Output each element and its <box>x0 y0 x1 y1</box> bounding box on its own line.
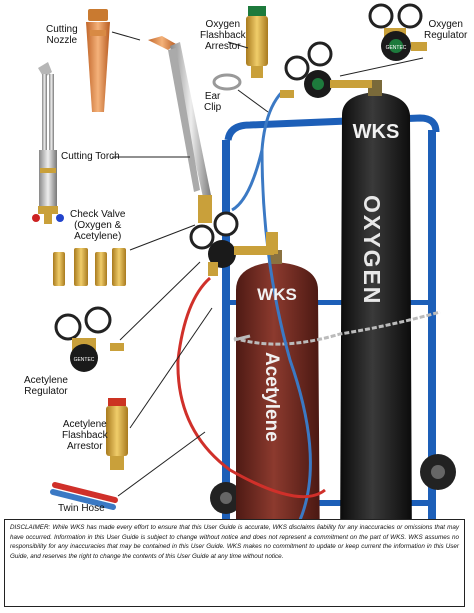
acetylene-regulator-label: Acetylene Regulator <box>24 375 68 397</box>
acetylene-flashback-label-line3: Arrestor <box>67 441 103 452</box>
ear-clip-label: Ear Clip <box>204 91 221 113</box>
cutting-nozzle-label-line1: Cutting <box>46 24 78 35</box>
check-valve-label-line1: Check Valve <box>70 209 126 220</box>
disclaimer-box: DISCLAIMER: While WKS has made every eff… <box>4 519 465 607</box>
check-valves <box>53 248 126 286</box>
oxygen-regulator-label-line2: Regulator <box>424 30 468 41</box>
ear-clip-label-line1: Ear <box>204 91 221 102</box>
twin-hose-label: Twin Hose <box>58 503 105 514</box>
acetylene-flashback-label-line1: Acetylene <box>62 419 107 430</box>
oxygen-gas-text: OXYGEN <box>359 195 385 305</box>
cutting-torch-label: Cutting Torch <box>61 151 120 162</box>
disclaimer-text: DISCLAIMER: While WKS has made every eff… <box>10 524 459 560</box>
oxygen-brand-text: WKS <box>353 121 400 143</box>
oxygen-flashback-label: Oxygen Flashback Arrestor <box>200 19 246 52</box>
ear-clip <box>212 73 242 91</box>
twin-hose-label-text: Twin Hose <box>58 503 105 514</box>
cutting-torch <box>32 62 64 224</box>
chain-upper <box>233 310 441 346</box>
cutting-nozzle <box>86 9 110 112</box>
oxygen-regulator <box>368 3 427 61</box>
mounted-acetylene-regulator <box>189 211 278 276</box>
acetylene-gas-text: Acetylene <box>261 352 282 442</box>
cutting-nozzle-label: Cutting Nozzle <box>46 24 78 46</box>
oxygen-flashback-label-line1: Oxygen <box>205 19 241 30</box>
acetylene-flashback-label: Acetylene Flashback Arrestor <box>62 419 108 452</box>
oxygen-regulator-brand-text: GENTEC <box>386 45 407 51</box>
oxygen-regulator-label-line1: Oxygen <box>428 19 463 30</box>
oxygen-flashback-label-line3: Arrestor <box>205 41 241 52</box>
cutting-torch-label-text: Cutting Torch <box>61 151 120 162</box>
acetylene-regulator <box>54 306 124 372</box>
cutting-nozzle-label-line2: Nozzle <box>46 35 78 46</box>
oxygen-flashback-arrestor <box>246 6 268 78</box>
acetylene-flashback-label-line2: Flashback <box>62 430 108 441</box>
oxygen-regulator-label: Oxygen Regulator <box>424 19 467 41</box>
check-valve-label-line3: Acetylene) <box>74 231 122 242</box>
twin-hose <box>50 482 118 510</box>
oxygen-cylinder <box>340 80 412 582</box>
mounted-torch <box>168 42 212 223</box>
acetylene-regulator-label-line2: Regulator <box>24 386 68 397</box>
acetylene-brand-text: WKS <box>257 285 297 304</box>
acetylene-regulator-label-line1: Acetylene <box>24 375 68 386</box>
check-valve-label: Check Valve (Oxygen & Acetylene) <box>70 209 125 242</box>
check-valve-label-line2: (Oxygen & <box>74 220 122 231</box>
oxygen-flashback-label-line2: Flashback <box>200 30 246 41</box>
ear-clip-label-line2: Clip <box>204 102 222 113</box>
acetylene-flashback-arrestor <box>106 398 128 470</box>
acetylene-hose <box>176 276 326 499</box>
leader-lines <box>111 31 424 497</box>
regulator-brand-text: GENTEC <box>74 357 95 363</box>
mounted-oxygen-regulator <box>280 41 372 98</box>
